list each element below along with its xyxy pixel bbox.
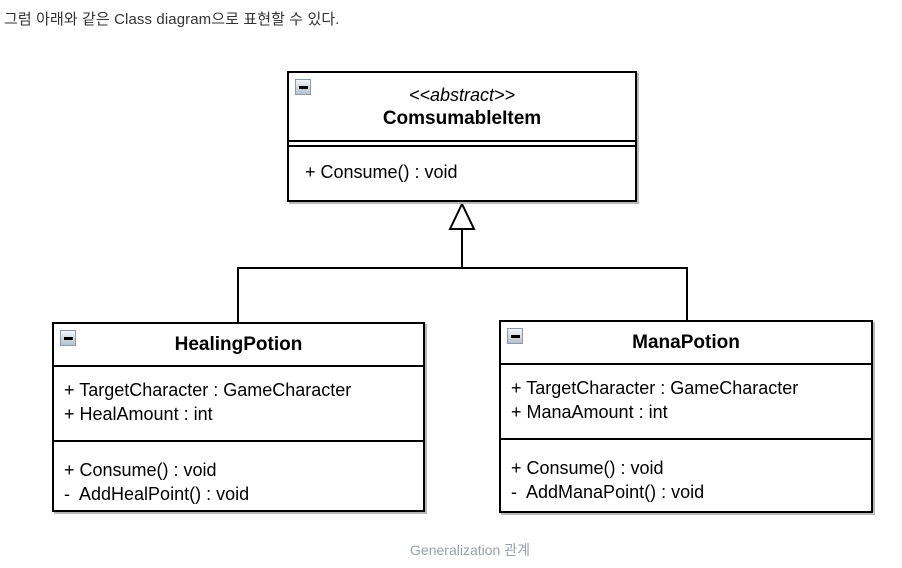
method-item: + Consume() : void: [511, 458, 664, 478]
generalization-arrowhead-icon: [448, 201, 476, 230]
methods-section: + Consume() : void: [289, 145, 635, 200]
attribute-item: + ManaAmount : int: [511, 402, 668, 422]
method-item: + Consume() : void: [305, 162, 458, 182]
method-item: - AddManaPoint() : void: [511, 482, 705, 502]
attributes-section: + TargetCharacter : GameCharacter + Mana…: [501, 365, 871, 440]
double-separator-gap: [289, 142, 635, 145]
class-name: HealingPotion: [174, 334, 303, 355]
class-header: HealingPotion: [54, 324, 423, 367]
class-box-comsumableitem: <<abstract>> ComsumableItem + Consume() …: [287, 71, 637, 202]
method-item: - AddHealPoint() : void: [64, 484, 250, 504]
class-stereotype: <<abstract>>: [408, 85, 516, 105]
class-name: ManaPotion: [632, 332, 740, 353]
class-box-healingpotion: HealingPotion + TargetCharacter : GameCh…: [52, 322, 425, 512]
collapse-minus-icon[interactable]: [507, 328, 523, 344]
attribute-item: + TargetCharacter : GameCharacter: [511, 378, 799, 398]
connector-lines: [237, 225, 688, 324]
class-box-manapotion: ManaPotion + TargetCharacter : GameChara…: [499, 320, 873, 513]
class-header: ManaPotion: [501, 322, 871, 365]
collapse-minus-icon[interactable]: [295, 79, 311, 95]
intro-text: 그럼 아래와 같은 Class diagram으로 표현할 수 있다.: [4, 11, 340, 28]
attributes-section: + TargetCharacter : GameCharacter + Heal…: [54, 367, 423, 442]
class-header: <<abstract>> ComsumableItem: [289, 73, 635, 142]
method-item: + Consume() : void: [64, 460, 217, 480]
methods-section: + Consume() : void - AddHealPoint() : vo…: [54, 442, 423, 510]
attribute-item: + TargetCharacter : GameCharacter: [64, 380, 352, 400]
collapse-minus-icon[interactable]: [60, 330, 76, 346]
attribute-item: + HealAmount : int: [64, 404, 213, 424]
class-name: ComsumableItem: [382, 108, 542, 129]
diagram-caption: Generalization 관계: [410, 542, 530, 558]
methods-section: + Consume() : void - AddManaPoint() : vo…: [501, 440, 871, 511]
